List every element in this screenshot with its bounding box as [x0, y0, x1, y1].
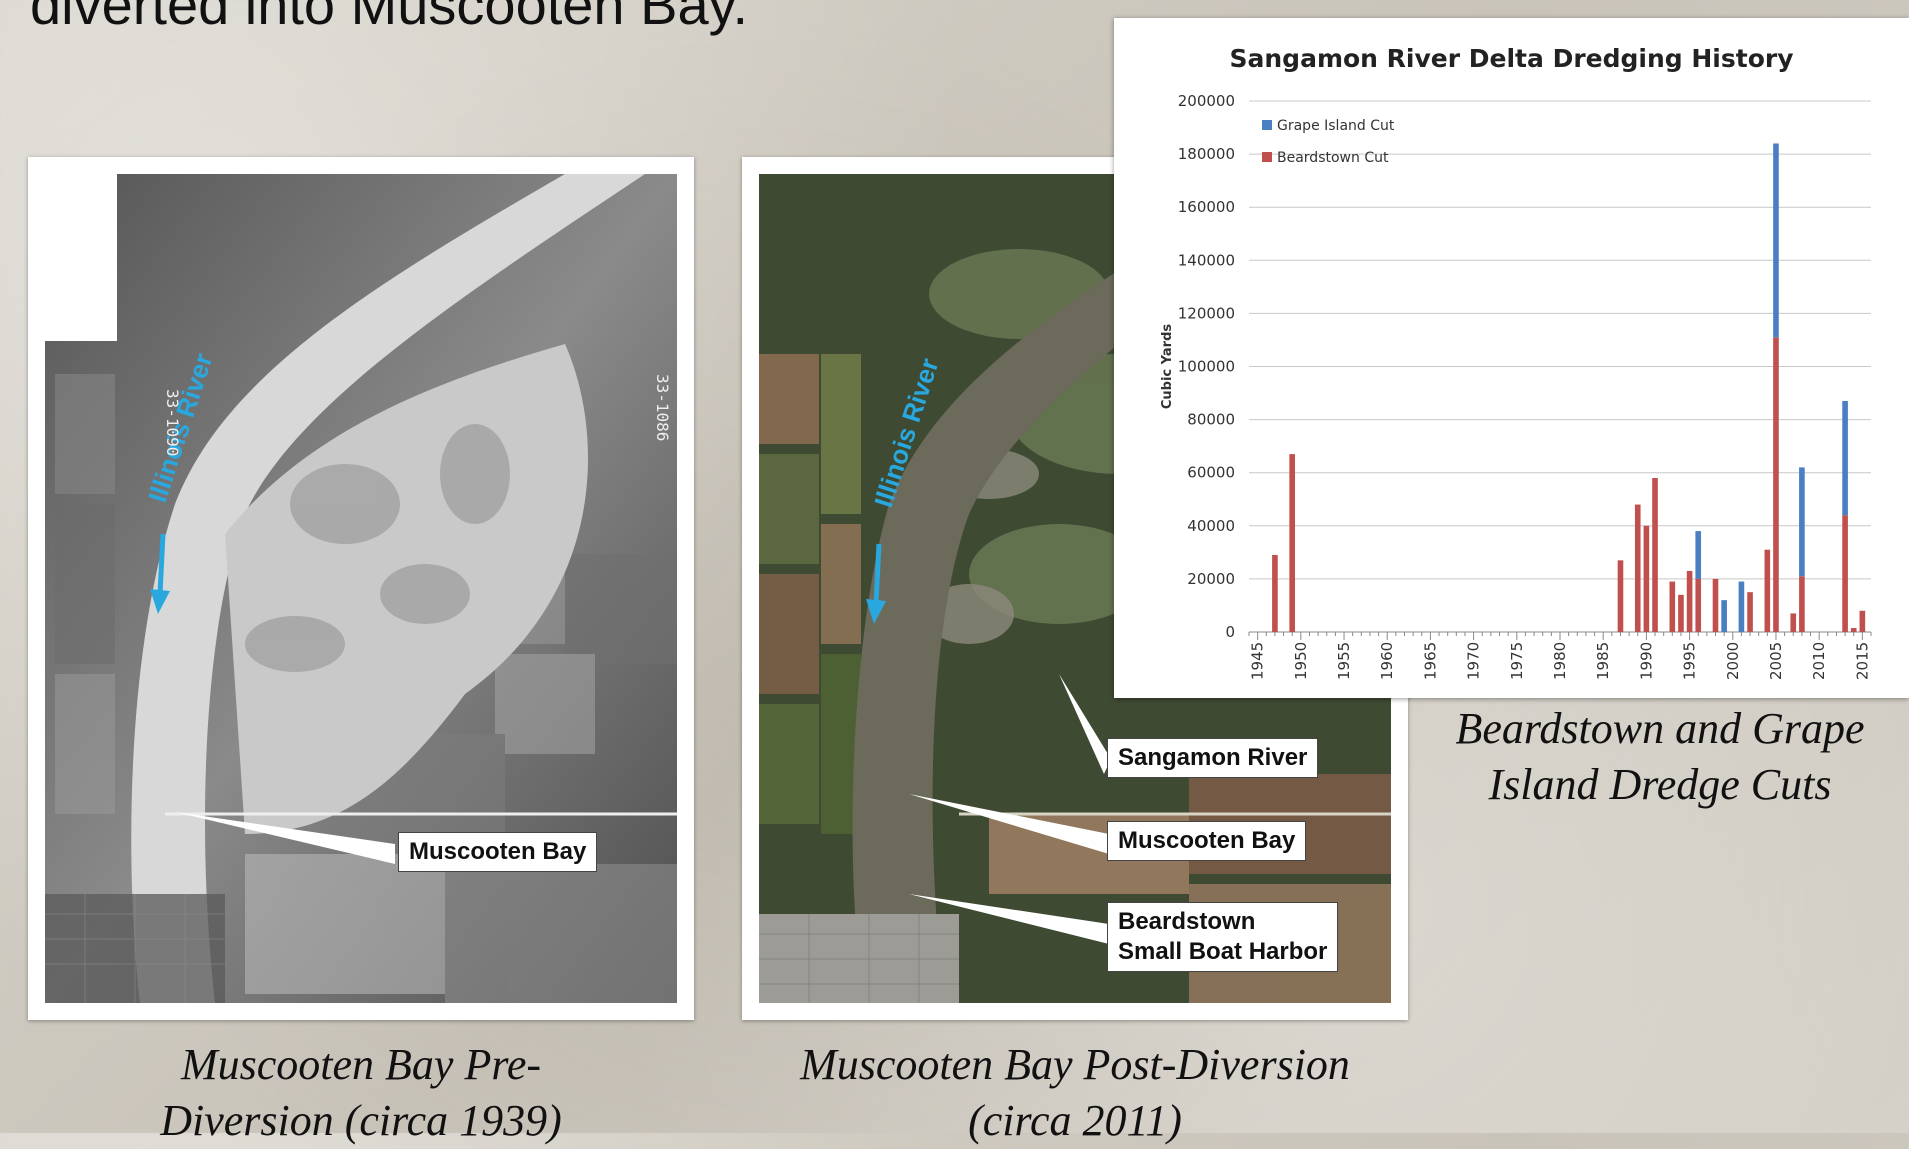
bar-beardstown-1995	[1686, 570, 1693, 632]
callout-harbor-line1: Beardstown	[1118, 908, 1256, 935]
chart-title: Sangamon River Delta Dredging History	[1229, 44, 1794, 73]
headline: diverted into Muscooten Bay.	[30, 0, 749, 36]
caption-pre-line2: Diversion (circa 1939)	[160, 1096, 562, 1145]
photo-edge-number-1: 33-1090	[163, 389, 182, 456]
legend-label: Grape Island Cut	[1277, 118, 1395, 134]
y-tick-label: 0	[1225, 623, 1235, 641]
caption-dredge-cuts: Beardstown and Grape Island Dredge Cuts	[1400, 701, 1909, 813]
x-tick-label-1960: 1960	[1378, 642, 1396, 680]
caption-post-line2: (circa 2011)	[968, 1096, 1182, 1145]
callout-harbor-line2: Small Boat Harbor	[1118, 938, 1328, 965]
y-axis-label: Cubic Yards	[1160, 324, 1175, 409]
x-tick-label-2010: 2010	[1810, 642, 1828, 680]
x-tick-label-2015: 2015	[1853, 642, 1871, 680]
callout-beardstown-harbor: Beardstown Small Boat Harbor	[1107, 902, 1339, 972]
bar-beardstown-1989	[1634, 504, 1641, 632]
y-tick-label: 40000	[1187, 517, 1235, 535]
bar-beardstown-2007	[1790, 613, 1797, 632]
bar-beardstown-1990	[1643, 525, 1650, 632]
callout-sangamon-river: Sangamon River	[1107, 738, 1319, 778]
y-tick-label: 140000	[1178, 251, 1235, 269]
bar-beardstown-1998	[1712, 578, 1719, 632]
bar-beardstown-2015	[1859, 610, 1866, 632]
dredging-history-chart: Sangamon River Delta Dredging History 0 2…	[1114, 18, 1909, 698]
x-tick-label-2005: 2005	[1767, 642, 1785, 680]
y-tick-label: 100000	[1178, 358, 1235, 376]
bar-beardstown-1949	[1289, 454, 1296, 632]
bar-grape-island-1996	[1695, 531, 1702, 579]
bar-beardstown-1996	[1695, 578, 1702, 632]
x-tick-label-1980: 1980	[1551, 642, 1569, 680]
callout-muscooten-bay-post: Muscooten Bay	[1107, 821, 1307, 861]
bar-beardstown-2005	[1773, 337, 1779, 632]
bar-beardstown-1994	[1678, 594, 1684, 632]
x-tick-label-1995: 1995	[1681, 642, 1699, 680]
bar-grape-island-2005	[1773, 143, 1779, 338]
chart-plot: 0 20000 40000 60000 80000 100000 120000 140000 1…	[1160, 92, 1872, 680]
legend-swatch	[1262, 120, 1272, 130]
caption-pre-diversion: Muscooten Bay Pre- Diversion (circa 1939…	[28, 1037, 694, 1149]
bar-grape-island-2001	[1738, 581, 1745, 632]
bar-beardstown-2014	[1850, 628, 1857, 632]
bar-beardstown-2004	[1764, 549, 1771, 632]
bar-beardstown-1987	[1617, 560, 1624, 632]
legend-swatch	[1262, 152, 1272, 162]
x-tick-label-2000: 2000	[1724, 642, 1742, 680]
caption-post-diversion: Muscooten Bay Post-Diversion (circa 2011…	[742, 1037, 1408, 1149]
bar-grape-island-2013	[1842, 401, 1848, 516]
x-tick-label-1945: 1945	[1249, 642, 1267, 680]
y-tick-label: 200000	[1178, 92, 1235, 110]
bar-beardstown-1991	[1652, 478, 1658, 632]
x-tick-label-1950: 1950	[1292, 642, 1310, 680]
bar-beardstown-2002	[1747, 592, 1753, 632]
x-tick-label-1970: 1970	[1465, 642, 1483, 680]
y-tick-label: 180000	[1178, 145, 1235, 163]
caption-post-line1: Muscooten Bay Post-Diversion	[800, 1040, 1350, 1089]
bar-beardstown-2008	[1799, 576, 1805, 632]
y-tick-label: 120000	[1178, 304, 1235, 322]
photo-edge-number-2: 33-1086	[653, 374, 672, 441]
caption-pre-line1: Muscooten Bay Pre-	[180, 1040, 541, 1089]
photo-frame-post-diversion: Illinois River Sangamon River Muscooten …	[742, 157, 1408, 1020]
caption-dredge-line1: Beardstown and Grape	[1455, 704, 1865, 753]
x-tick-label-1990: 1990	[1637, 642, 1655, 680]
y-tick-label: 80000	[1187, 411, 1235, 429]
x-tick-label-1975: 1975	[1508, 642, 1526, 680]
caption-dredge-line2: Island Dredge Cuts	[1488, 760, 1832, 809]
x-tick-label-1985: 1985	[1594, 642, 1612, 680]
bar-beardstown-2013	[1842, 515, 1848, 632]
x-tick-label-1955: 1955	[1335, 642, 1353, 680]
bar-grape-island-2008	[1799, 467, 1805, 577]
bar-grape-island-1999	[1721, 600, 1727, 632]
legend-label: Beardstown Cut	[1277, 150, 1389, 166]
callout-muscooten-bay-pre: Muscooten Bay	[398, 832, 598, 872]
y-tick-label: 60000	[1187, 464, 1235, 482]
x-tick-label-1965: 1965	[1421, 642, 1439, 680]
bar-beardstown-1947	[1272, 555, 1278, 632]
photo-frame-pre-diversion: Illinois River 33-1090 33-1086 Muscooten…	[28, 157, 694, 1020]
aerial-photo-pre-diversion: Illinois River 33-1090 33-1086	[45, 174, 677, 1003]
y-tick-label: 160000	[1178, 198, 1235, 216]
y-tick-label: 20000	[1187, 570, 1235, 588]
bar-beardstown-1993	[1669, 581, 1676, 632]
